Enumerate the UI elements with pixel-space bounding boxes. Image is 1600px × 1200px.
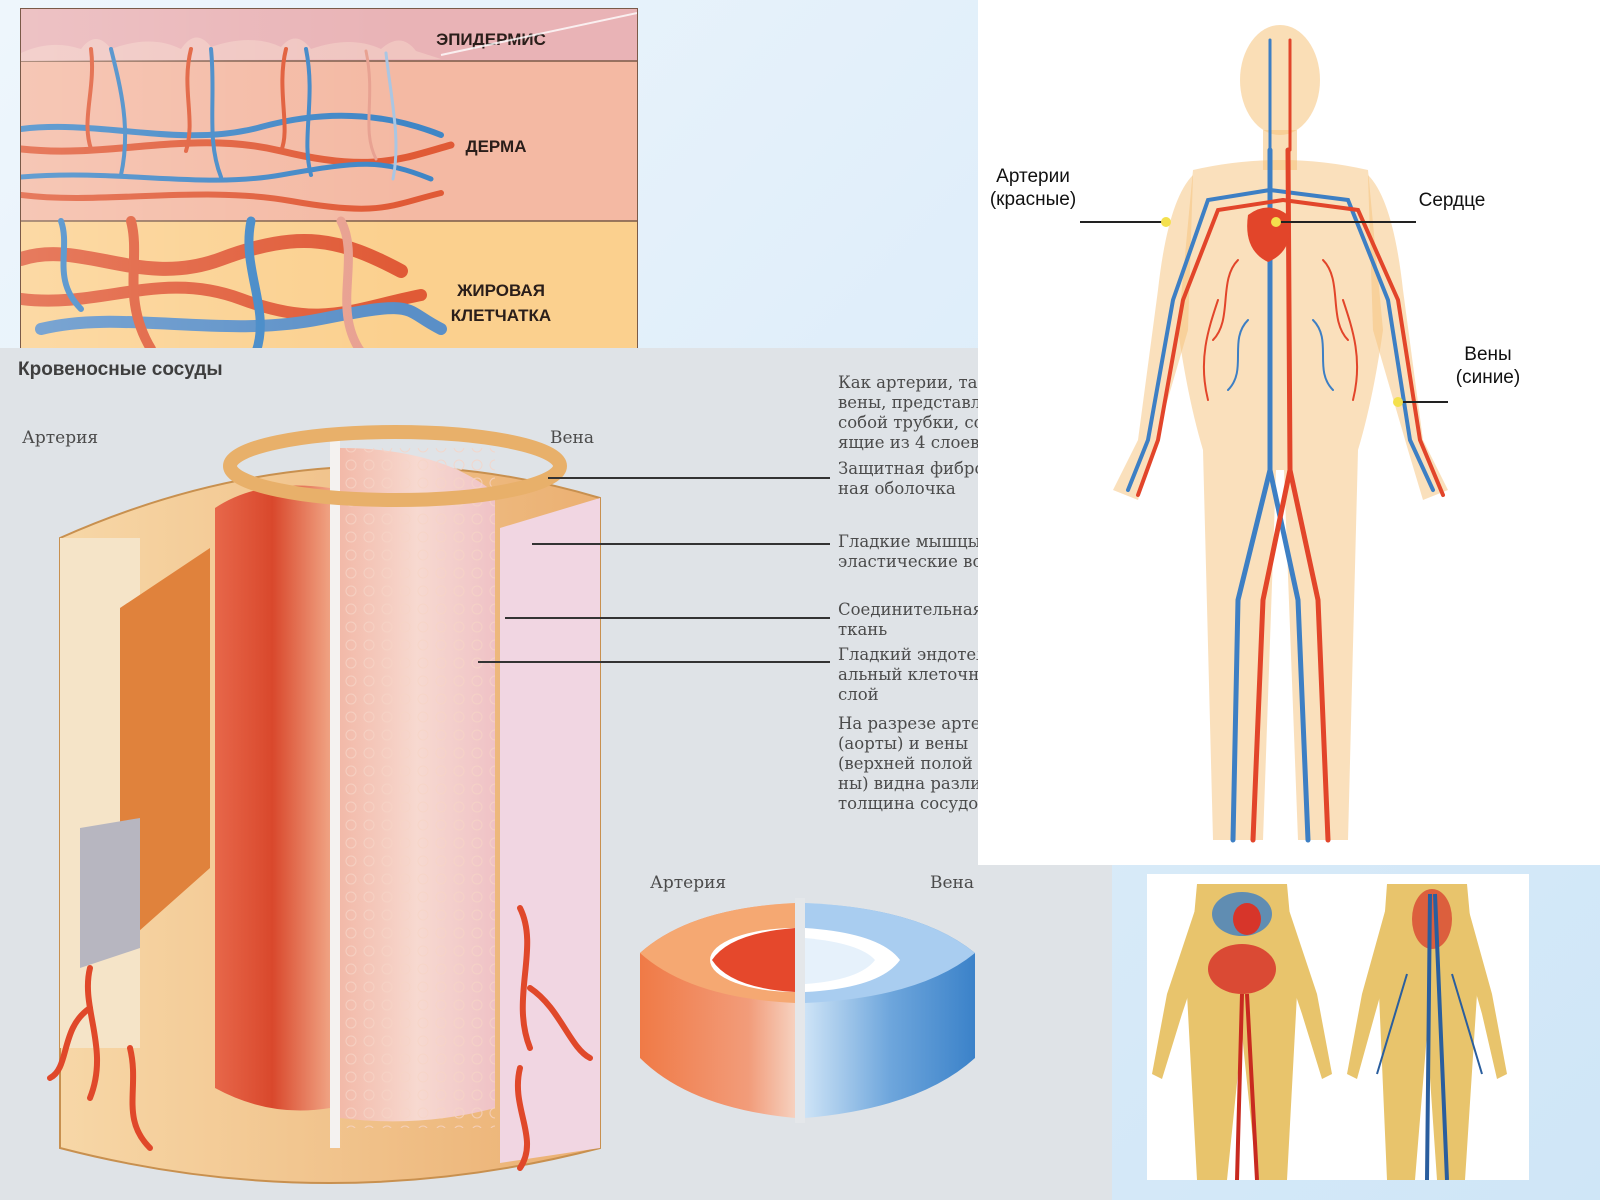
circulatory-system-diagram: Артерии (красные) Сердце Вены (синие) bbox=[978, 0, 1600, 865]
skin-layers-diagram: ЭПИДЕРМИС ДЕРМА ЖИРОВАЯ КЛЕТЧАТКА bbox=[20, 8, 638, 353]
note-line4: ны) видна различная bbox=[838, 774, 1023, 793]
fat-label-line1: ЖИРОВАЯ bbox=[456, 281, 545, 300]
veins-label-line2: (синие) bbox=[1456, 367, 1520, 388]
vein-label: Вена bbox=[550, 428, 594, 448]
layer3-line1: Соединительная bbox=[838, 600, 983, 619]
fat-label-line2: КЛЕТЧАТКА bbox=[451, 306, 551, 325]
arteries-label-line2: (красные) bbox=[990, 189, 1076, 210]
note-line5: толщина сосудов bbox=[838, 794, 987, 813]
vessel-description: Как артерии, так и вены, представляют со… bbox=[838, 373, 1034, 813]
arteries-label-line1: Артерии bbox=[996, 166, 1070, 187]
layer4-line2: альный клеточный bbox=[838, 665, 1003, 684]
veins-marker bbox=[1393, 397, 1403, 407]
skin-layers-illustration: ЭПИДЕРМИС ДЕРМА ЖИРОВАЯ КЛЕТЧАТКА bbox=[21, 9, 637, 352]
vessel-network bbox=[1126, 38, 1445, 843]
human-body-illustration: Артерии (красные) Сердце Вены (синие) bbox=[990, 25, 1520, 843]
organ-figures-panel bbox=[1147, 874, 1529, 1180]
intro-line1: Как артерии, так и bbox=[838, 373, 1004, 392]
intro-line4: ящие из 4 слоев: bbox=[838, 433, 985, 452]
epidermis-label: ЭПИДЕРМИС bbox=[436, 30, 546, 49]
layer2-line1: Гладкие мышцы и bbox=[838, 532, 997, 551]
figure-right bbox=[1347, 884, 1507, 1180]
vessel-cross-section-rings bbox=[640, 898, 975, 1123]
veins-label-line1: Вены bbox=[1464, 344, 1511, 365]
heart-label: Сердце bbox=[1419, 190, 1486, 211]
ring-vein-label: Вена bbox=[930, 873, 974, 893]
dermis-label: ДЕРМА bbox=[465, 137, 526, 156]
blood-vessels-diagram: Кровеносные сосуды Артерия Вена bbox=[0, 348, 1112, 1200]
intro-line2: вены, представляют bbox=[838, 393, 1015, 412]
layer-pointer-lines bbox=[478, 477, 830, 663]
layer1-line2: ная оболочка bbox=[838, 479, 956, 498]
ring-artery-label: Артерия bbox=[650, 873, 726, 893]
layer3-line2: ткань bbox=[838, 620, 887, 639]
arteries-marker bbox=[1161, 217, 1171, 227]
body-silhouette bbox=[1113, 25, 1448, 840]
organ-figures-illustration bbox=[1152, 884, 1507, 1180]
vessel-illustration: Кровеносные сосуды Артерия Вена bbox=[18, 359, 1034, 1184]
vessel-cylinder bbox=[47, 425, 601, 1184]
vessels-title: Кровеносные сосуды bbox=[18, 359, 223, 380]
note-line2: (аорты) и вены bbox=[838, 734, 968, 753]
intro-line3: собой трубки, состо- bbox=[838, 413, 1017, 432]
note-line1: На разрезе артерии bbox=[838, 714, 1013, 733]
note-line3: (верхней полой ве- bbox=[838, 754, 1003, 773]
heart-marker bbox=[1271, 217, 1281, 227]
layer4-line1: Гладкий эндотели- bbox=[838, 645, 1003, 664]
artery-label: Артерия bbox=[22, 428, 98, 448]
figure-left bbox=[1152, 884, 1332, 1180]
layer4-line3: слой bbox=[838, 685, 879, 704]
layer1-line1: Защитная фиброз- bbox=[838, 459, 999, 478]
